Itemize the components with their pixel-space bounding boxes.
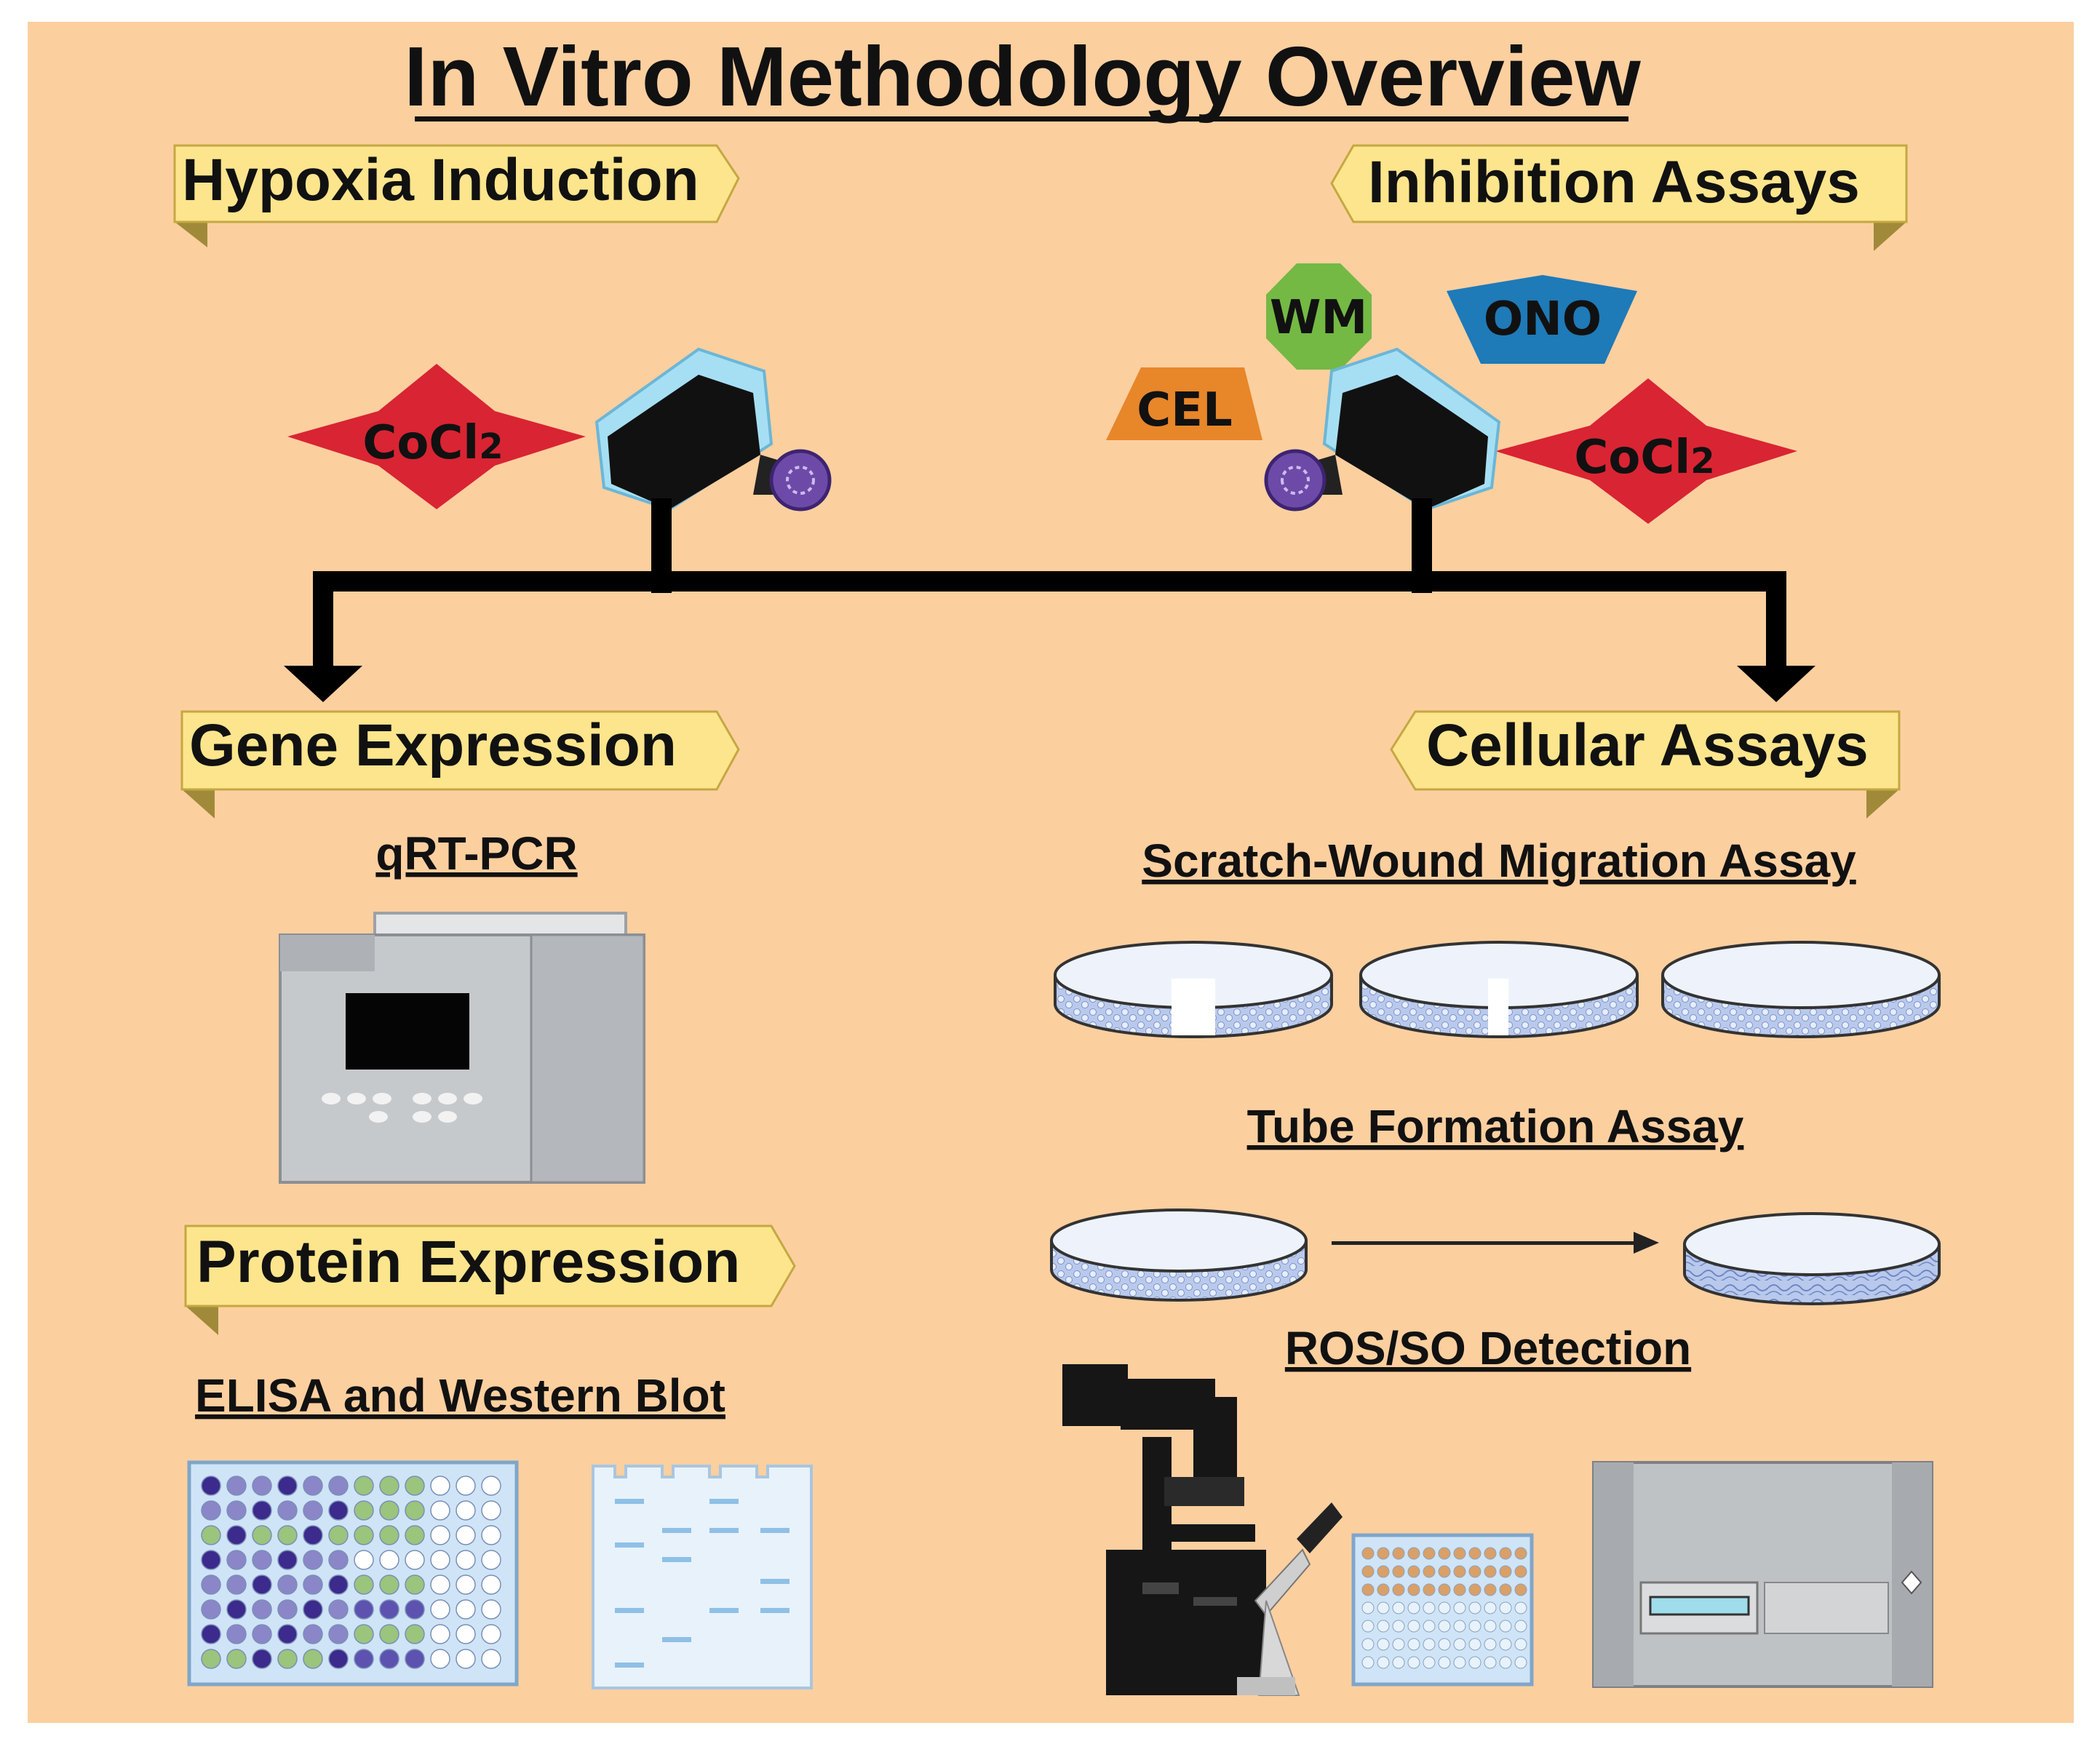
banner-label: Inhibition Assays bbox=[1368, 149, 1860, 215]
cel-label: CEL bbox=[1137, 383, 1232, 437]
arrow-down-left-icon bbox=[284, 666, 362, 702]
banner-label: Cellular Assays bbox=[1426, 712, 1869, 779]
wm-label: WM bbox=[1270, 291, 1367, 345]
title-underline bbox=[415, 116, 1628, 122]
microscope bbox=[1062, 1364, 1343, 1696]
banner-label: Hypoxia Induction bbox=[182, 147, 699, 213]
tube-assay-label: Tube Formation Assay bbox=[1247, 1100, 1744, 1152]
petri-dish-scratch-closed bbox=[1661, 941, 1941, 1038]
banner-label: Gene Expression bbox=[189, 712, 677, 779]
petri-dish-scratch-wide bbox=[1054, 941, 1333, 1038]
petri-dish-tube-after bbox=[1683, 1212, 1941, 1305]
banner-inhibition-assays: Inhibition Assays bbox=[1330, 144, 1908, 251]
elisa-plate bbox=[187, 1460, 519, 1687]
culture-flask-right bbox=[1264, 347, 1501, 511]
ros-well-plate bbox=[1351, 1533, 1534, 1687]
svg-text:CoCl2: CoCl2 bbox=[1574, 431, 1714, 485]
ono-label: ONO bbox=[1484, 292, 1602, 346]
banner-cellular-assays: Cellular Assays bbox=[1390, 710, 1901, 819]
cocl2-star-right: CoCl2 bbox=[1495, 378, 1797, 524]
elisa-wb-label: ELISA and Western Blot bbox=[195, 1369, 725, 1422]
petri-dish-scratch-narrow bbox=[1359, 941, 1639, 1038]
cel-trapezoid: CEL bbox=[1106, 367, 1262, 440]
ros-label: ROS/SO Detection bbox=[1285, 1322, 1691, 1374]
cocl2-star-left: CoCl2 bbox=[287, 364, 586, 509]
qrtpcr-label: qRT-PCR bbox=[375, 827, 577, 880]
western-blot-membrane bbox=[592, 1465, 813, 1689]
flow-connectors bbox=[284, 498, 1815, 702]
scratch-assay-label: Scratch-Wound Migration Assay bbox=[1142, 835, 1856, 887]
ono-pentagon: ONO bbox=[1447, 275, 1637, 364]
plate-reader bbox=[1592, 1461, 1933, 1688]
svg-text:CoCl2: CoCl2 bbox=[362, 416, 503, 470]
background-panel bbox=[28, 22, 2074, 1723]
banner-protein-expression: Protein Expression bbox=[184, 1225, 796, 1335]
arrow-right-icon bbox=[1332, 1232, 1659, 1254]
culture-flask-left bbox=[594, 347, 832, 511]
page-title: In Vitro Methodology Overview bbox=[404, 29, 1641, 124]
qpcr-machine bbox=[279, 912, 645, 1184]
petri-dish-tube-before bbox=[1050, 1209, 1308, 1302]
banner-label: Protein Expression bbox=[196, 1229, 740, 1295]
banner-gene-expression: Gene Expression bbox=[180, 710, 740, 819]
banner-hypoxia-induction: Hypoxia Induction bbox=[173, 144, 740, 247]
wm-octagon: WM bbox=[1266, 263, 1372, 370]
arrow-down-right-icon bbox=[1737, 666, 1815, 702]
